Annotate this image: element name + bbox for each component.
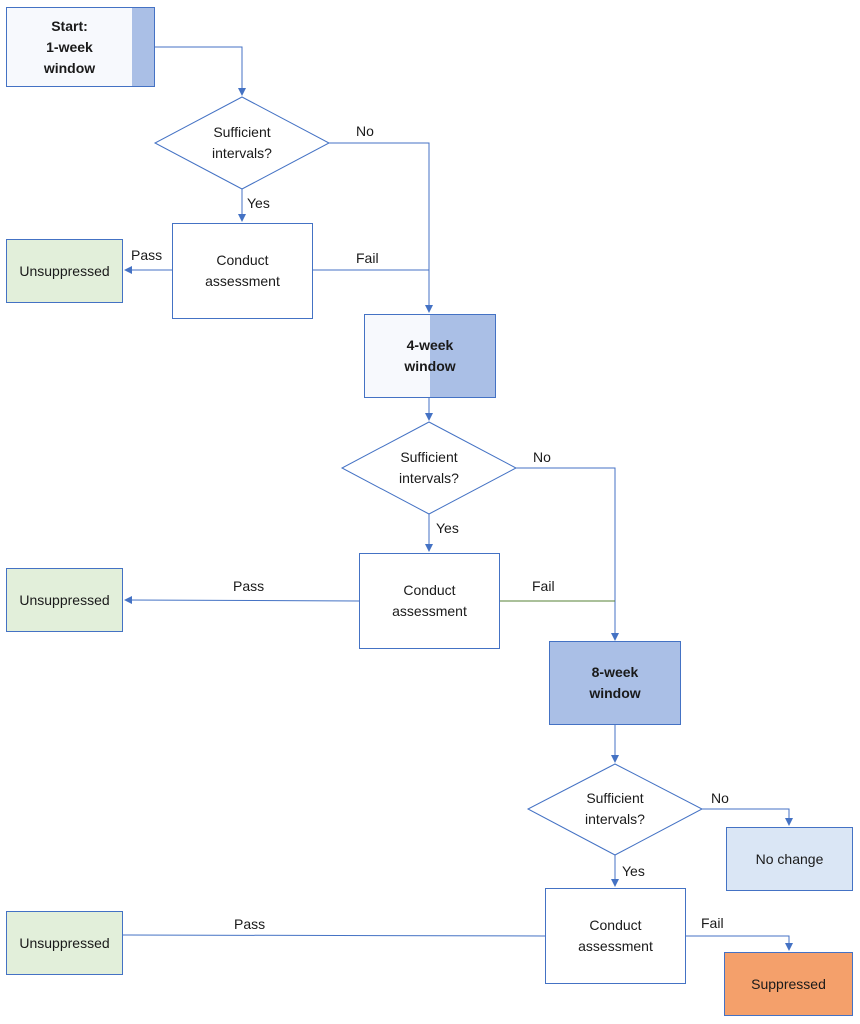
- assessment-1-box: Conduct assessment: [172, 223, 313, 319]
- edge-label-d1-yes: Yes: [247, 195, 270, 211]
- window-4-box: 4-week window: [364, 314, 496, 398]
- decision-1-label: Sufficient intervals?: [212, 124, 272, 161]
- edge-label-a3-pass: Pass: [234, 916, 266, 932]
- edge-label-a2-pass: Pass: [233, 578, 265, 594]
- edge-start-to-decision-1: [155, 46, 246, 96]
- assessment-3-box: Conduct assessment: [545, 888, 686, 984]
- no-change-label: No change: [755, 850, 824, 867]
- edge-label-a1-pass: Pass: [131, 247, 163, 263]
- edge-assessment-2-pass: [124, 596, 360, 605]
- edge-decision-2-no: [516, 467, 619, 641]
- start-window-box: Start: 1-week window: [6, 7, 155, 87]
- unsuppressed-2-box: Unsuppressed: [6, 568, 123, 632]
- assessment-3-label: Conduct assessment: [578, 917, 653, 954]
- window-8-label: 8-week window: [589, 664, 641, 701]
- unsuppressed-1-label: Unsuppressed: [19, 262, 110, 279]
- edge-label-d1-no: No: [356, 123, 374, 139]
- assessment-2-box: Conduct assessment: [359, 553, 500, 649]
- unsuppressed-1-box: Unsuppressed: [6, 239, 123, 303]
- unsuppressed-3-box: Unsuppressed: [6, 911, 123, 975]
- suppressed-label: Suppressed: [751, 975, 826, 992]
- edge-label-d3-no: No: [711, 790, 729, 806]
- window-8-box: 8-week window: [549, 641, 681, 725]
- decision-2-label: Sufficient intervals?: [399, 449, 459, 486]
- edge-label-a1-fail: Fail: [356, 250, 379, 266]
- edge-label-d3-yes: Yes: [622, 863, 645, 879]
- edge-label-a2-fail: Fail: [532, 578, 555, 594]
- unsuppressed-3-label: Unsuppressed: [19, 934, 110, 951]
- edge-label-d2-no: No: [533, 449, 551, 465]
- edge-label-a3-fail: Fail: [701, 915, 724, 931]
- suppressed-box: Suppressed: [724, 952, 853, 1016]
- assessment-2-label: Conduct assessment: [392, 582, 467, 619]
- edge-label-d2-yes: Yes: [436, 520, 459, 536]
- decision-3-label: Sufficient intervals?: [585, 790, 645, 827]
- edge-decision-3-no: [702, 808, 793, 826]
- start-window-label: Start: 1-week window: [43, 17, 96, 76]
- no-change-box: No change: [726, 827, 853, 891]
- unsuppressed-2-label: Unsuppressed: [19, 591, 110, 608]
- edge-assessment-3-fail: [686, 935, 793, 951]
- edge-assessment-3-pass: [122, 934, 546, 937]
- window-4-label: 4-week window: [404, 337, 456, 374]
- assessment-1-label: Conduct assessment: [205, 252, 280, 289]
- edge-decision-1-no: [329, 142, 433, 313]
